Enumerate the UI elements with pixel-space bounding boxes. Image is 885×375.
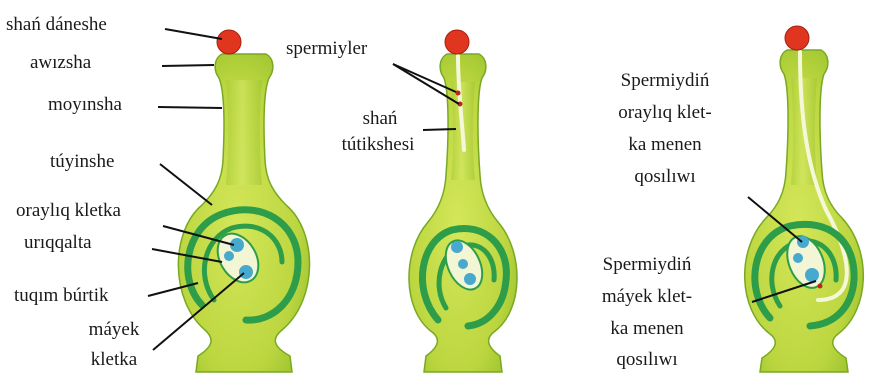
pistil-3-central-cell bbox=[797, 236, 809, 248]
label-ovary: túyinshe bbox=[50, 151, 114, 173]
label-sperms: spermiyler bbox=[286, 38, 367, 60]
label-ovule: tuqım búrtik bbox=[14, 285, 108, 307]
pistil-3-stigma-ball bbox=[785, 26, 809, 50]
label-tube-line1: shań bbox=[330, 108, 430, 130]
label-integument: urıqqalta bbox=[24, 232, 92, 254]
pistil-3-egg-cell bbox=[805, 268, 819, 282]
pistil-2 bbox=[409, 30, 517, 372]
label-central-fusion-1: Spermiydiń bbox=[590, 70, 740, 92]
label-central-fusion-3: ka menen bbox=[590, 134, 740, 156]
label-stigma: shań dáneshe bbox=[6, 14, 107, 36]
label-central-fusion-2: oraylıq klet- bbox=[590, 102, 740, 124]
label-neck: moyınsha bbox=[48, 94, 122, 116]
label-central-fusion-4: qosılıwı bbox=[590, 166, 740, 188]
label-egg-fusion-1: Spermiydiń bbox=[572, 254, 722, 276]
label-central-cell: oraylıq kletka bbox=[16, 200, 121, 222]
label-egg-fusion-4: qosılıwı bbox=[572, 349, 722, 371]
label-egg-line1: máyek bbox=[74, 319, 154, 341]
label-egg-fusion-2: máyek klet- bbox=[572, 286, 722, 308]
pistil-1-stigma-ball bbox=[217, 30, 241, 54]
pistil-1 bbox=[178, 30, 309, 372]
label-egg-line2: kletka bbox=[74, 349, 154, 371]
label-tube-line2: tútikshesi bbox=[316, 134, 440, 156]
pistil-1-egg-cell bbox=[239, 265, 253, 279]
label-style-top: awızsha bbox=[30, 52, 91, 74]
pistil-3 bbox=[745, 26, 864, 372]
pistil-2-stigma-ball bbox=[445, 30, 469, 54]
label-egg-fusion-3: ka menen bbox=[572, 318, 722, 340]
